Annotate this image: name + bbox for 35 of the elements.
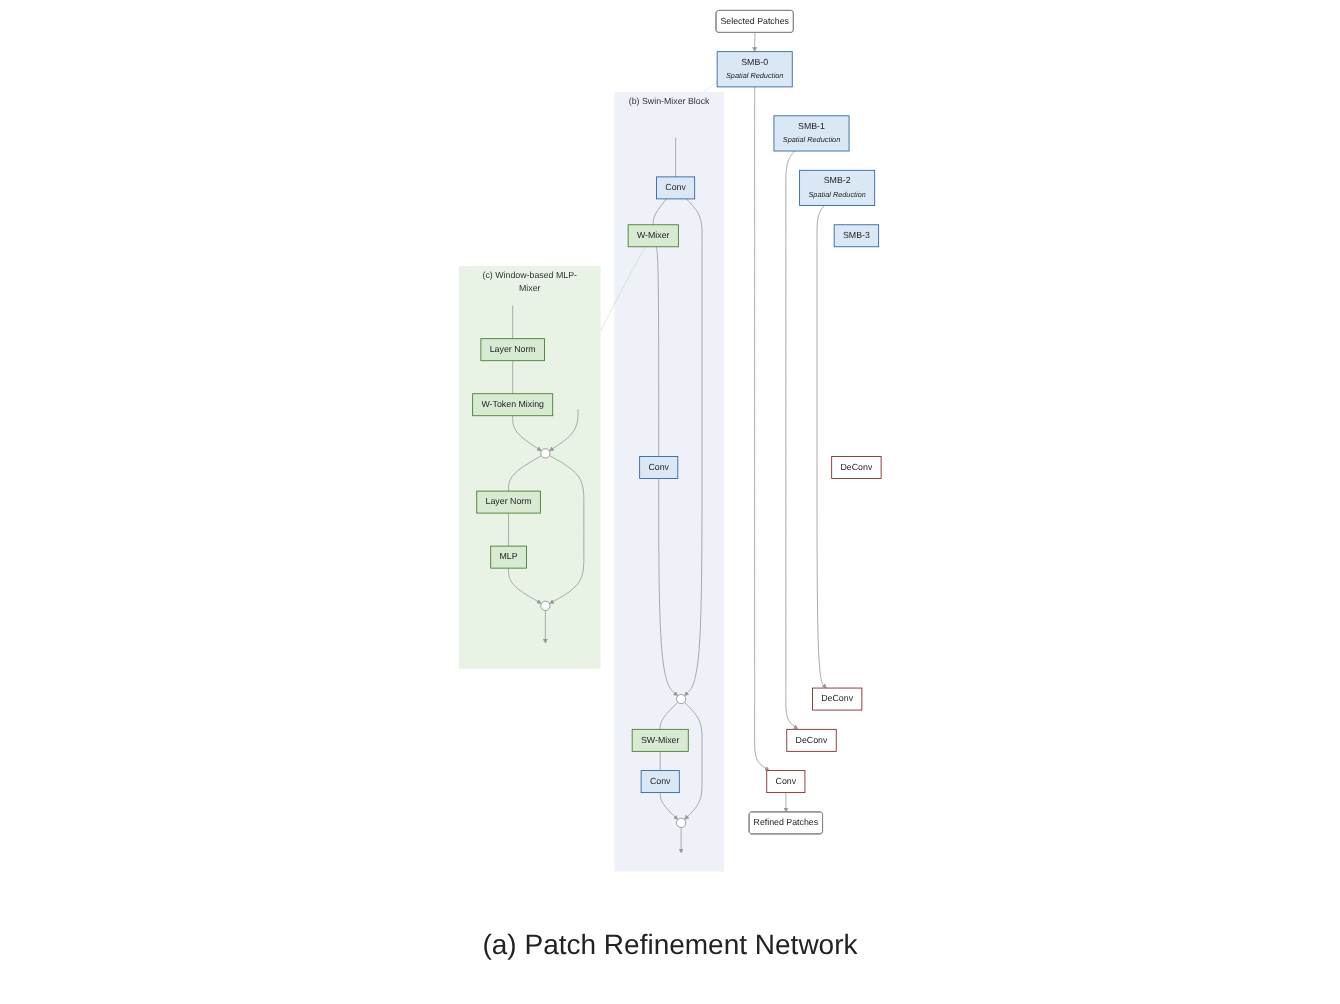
node-box [476, 489, 541, 513]
node-box [639, 455, 679, 478]
connector [655, 245, 660, 456]
connector [512, 359, 514, 394]
node-circle [676, 693, 687, 704]
node-box [799, 168, 876, 205]
node-box [631, 727, 689, 751]
node-box [833, 223, 880, 247]
connector [508, 454, 542, 491]
connector [659, 749, 661, 771]
node-box [716, 50, 793, 87]
connector [508, 511, 509, 546]
node-box [480, 337, 545, 361]
node-box [786, 727, 837, 751]
node-box [812, 686, 863, 710]
node-box [656, 175, 696, 199]
node-box [472, 392, 554, 416]
node-box [490, 544, 527, 568]
node-circle [540, 447, 551, 458]
node-box [831, 455, 882, 478]
node-box [766, 769, 806, 793]
cluster [458, 265, 601, 668]
connector [512, 304, 514, 339]
caption-text: (a) Patch Refinement Network [480, 928, 860, 960]
node-box [773, 114, 850, 151]
connector [703, 80, 718, 92]
connector [659, 700, 679, 729]
connector [652, 197, 667, 225]
connector [675, 136, 677, 177]
node-circle [676, 816, 687, 827]
node-circle [540, 599, 551, 610]
node-box [627, 223, 679, 247]
node-box [640, 769, 680, 793]
connector [600, 245, 647, 331]
cluster [614, 90, 724, 871]
